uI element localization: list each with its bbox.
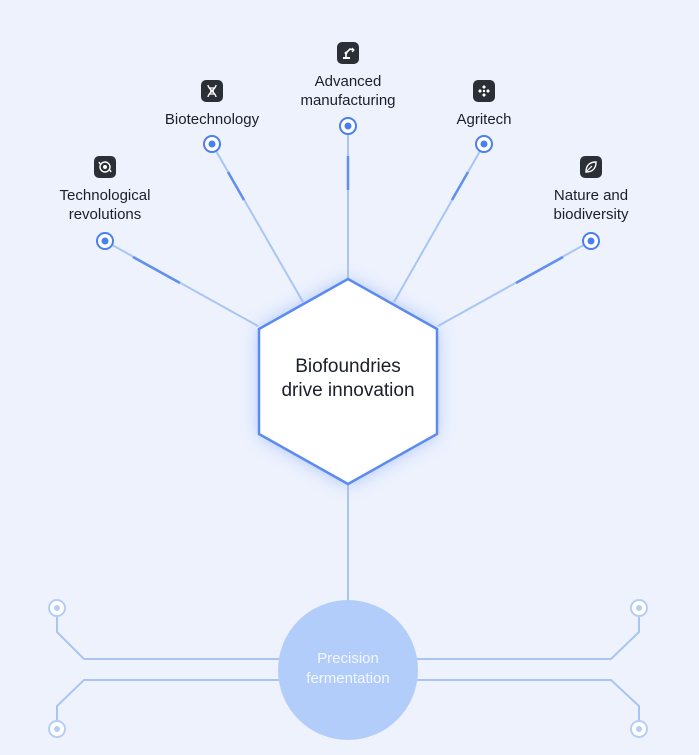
- trace-top-left: [56, 608, 280, 660]
- label-line: revolutions: [68, 206, 142, 223]
- spoke-line-nature-biodiversity: [437, 240, 592, 327]
- hub-title-line: Biofoundries: [295, 356, 401, 377]
- trace-top-right: [416, 608, 640, 660]
- node-agritech: [475, 135, 493, 153]
- label-line: manufacturing: [300, 92, 396, 109]
- label-agritech: Agritech: [456, 110, 511, 129]
- spoke-accent-agritech: [450, 171, 470, 201]
- trace-bottom-right: [416, 679, 640, 729]
- node-biotechnology: [203, 135, 221, 153]
- label-line: Advanced: [314, 73, 382, 90]
- label-nature-biodiversity: Nature and biodiversity: [553, 186, 628, 224]
- node-technological-revolutions: [96, 232, 114, 250]
- spoke-line-agritech: [393, 143, 485, 303]
- node-advanced-manufacturing: [339, 117, 357, 135]
- trace-bottom-left: [56, 679, 280, 729]
- hub-title: Biofoundries drive innovation: [258, 355, 438, 403]
- base-circle: [278, 600, 418, 740]
- label-technological-revolutions: Technological revolutions: [60, 186, 151, 224]
- label-line: biodiversity: [553, 206, 629, 223]
- base-title-line: Precision: [317, 650, 379, 667]
- label-line: Technological: [59, 187, 151, 204]
- node-nature-biodiversity: [582, 232, 600, 250]
- dna-icon: [201, 80, 223, 102]
- molecule-cluster-icon: [473, 80, 495, 102]
- spoke-accent-technological-revolutions: [132, 255, 181, 285]
- spoke-line-technological-revolutions: [104, 240, 259, 327]
- spoke-accent-nature-biodiversity: [515, 255, 564, 285]
- label-advanced-manufacturing: Advanced manufacturing: [300, 72, 395, 110]
- hub-hexagon: [257, 277, 439, 486]
- label-biotechnology: Biotechnology: [165, 110, 259, 129]
- spoke-nodes: [96, 117, 600, 250]
- leaf-icon: [580, 156, 602, 178]
- label-line: Nature and: [553, 187, 629, 204]
- base-title-line: fermentation: [306, 670, 390, 687]
- robot-arm-icon: [337, 42, 359, 64]
- terminal-top-left: [48, 599, 66, 617]
- base-title: Precision fermentation: [278, 649, 418, 689]
- label-line: Agritech: [456, 111, 512, 128]
- hub-title-line: drive innovation: [281, 380, 415, 401]
- terminal-bottom-right: [630, 720, 648, 738]
- gear-cycle-icon: [94, 156, 116, 178]
- spoke-accent-biotechnology: [226, 171, 246, 201]
- trace-terminals: [48, 599, 648, 738]
- terminal-top-right: [630, 599, 648, 617]
- label-line: Biotechnology: [164, 111, 260, 128]
- terminal-bottom-left: [48, 720, 66, 738]
- spoke-line-biotechnology: [211, 143, 304, 303]
